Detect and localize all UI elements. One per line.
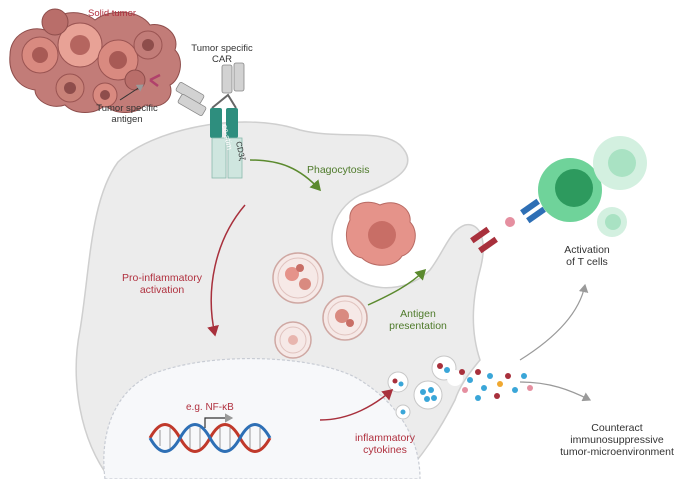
transcription-start-arrow	[204, 413, 234, 428]
label-tumor-specific-antigen: Tumor specific antigen	[96, 103, 158, 125]
antigen-pointer	[119, 84, 144, 101]
cytokine-vesicle	[387, 371, 409, 393]
t-cell-nucleus	[608, 149, 636, 177]
arrow-pro-inflammatory	[207, 204, 246, 337]
label-inflammatory-cytokines: inflammatory cytokines	[354, 432, 416, 457]
released-cytokines	[447, 369, 533, 401]
label-cd3z: CD3ζ	[234, 141, 247, 162]
phagosome	[274, 321, 312, 359]
label-phagocytosis: Phagocytosis	[307, 164, 370, 176]
label-tumor-specific-car: Tumor specific CAR	[191, 43, 253, 65]
label-counteract: Counteract immunosuppressive tumor-micro…	[560, 422, 674, 459]
arrow-counteract	[519, 381, 592, 402]
car-receptor	[175, 62, 245, 179]
solid-tumor-cluster	[9, 8, 181, 113]
phagocytosed-tumor-cell	[346, 201, 416, 266]
t-cell-small-nucleus	[605, 214, 621, 230]
nucleus	[103, 357, 421, 479]
label-pro-inflammatory-activation: Pro-inflammatory activation	[122, 272, 202, 297]
cytokine-vesicle	[395, 404, 411, 420]
phagosome	[322, 295, 368, 341]
arrow-cytokines	[319, 389, 394, 421]
label-activation-of-t-cells: Activation of T cells	[564, 244, 610, 269]
mhc-complex	[470, 217, 515, 254]
t-cell-active-nucleus	[555, 169, 593, 207]
label-nfkb: e.g. NF-κB	[186, 402, 234, 413]
tcr-complex	[520, 198, 546, 224]
arrow-antigen-presentation	[367, 268, 427, 306]
arrow-activation	[519, 283, 589, 361]
label-solid-tumor: Solid tumor	[88, 8, 137, 19]
cytokine-vesicle	[413, 380, 443, 410]
arrow-phagocytosis	[249, 159, 322, 192]
dna-helix	[148, 423, 272, 453]
phagosome	[272, 252, 324, 304]
label-antigen-presentation: Antigen presentation	[389, 308, 447, 333]
